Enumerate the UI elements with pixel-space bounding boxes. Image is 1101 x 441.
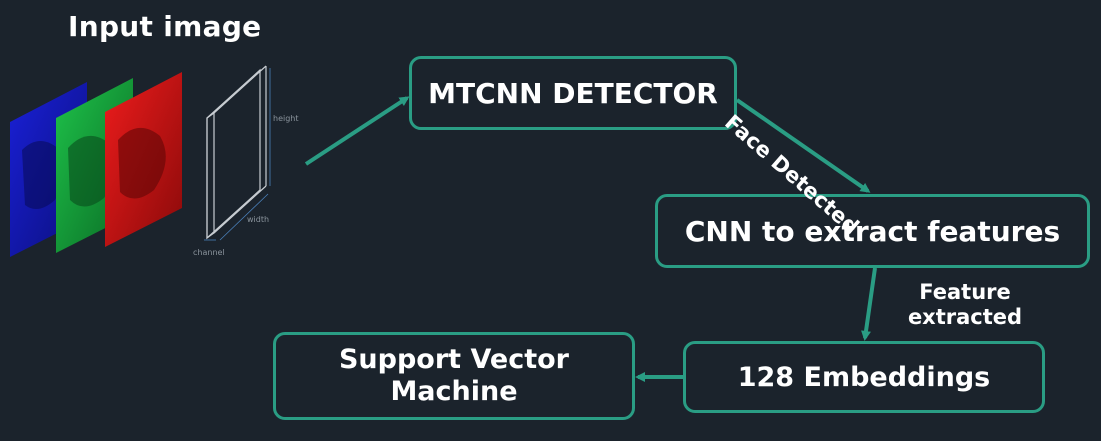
tensor-shape-sketch: height width channel xyxy=(193,65,299,257)
arrow-input-to-mtcnn xyxy=(304,96,410,166)
width-dimension-line xyxy=(219,193,269,241)
input-image-title: Input image xyxy=(68,10,262,43)
mtcnn-detector-node: MTCNN DETECTOR xyxy=(409,56,737,130)
svm-node: Support Vector Machine xyxy=(273,332,635,420)
tensor-top-edge xyxy=(213,65,267,114)
embeddings-label: 128 Embeddings xyxy=(737,361,991,393)
tensor-bottom-edge xyxy=(213,185,267,234)
arrow-mtcnn-to-cnn xyxy=(735,98,871,193)
feature-extracted-label: Feature extracted xyxy=(905,280,1025,330)
svm-label-line-1: Support Vector xyxy=(338,343,569,375)
width-label: width xyxy=(247,215,269,224)
cnn-feature-extractor-label: CNN to extract features xyxy=(684,214,1061,248)
arrow-cnn-to-embeddings xyxy=(861,267,877,341)
blue-channel-texture xyxy=(22,141,65,209)
mtcnn-detector-label: MTCNN DETECTOR xyxy=(428,76,718,110)
feature-extracted-line-1: Feature xyxy=(919,280,1011,304)
svm-label-line-2: Machine xyxy=(390,376,518,407)
height-label: height xyxy=(273,114,299,123)
red-channel-texture xyxy=(118,127,166,199)
green-channel-texture xyxy=(68,135,116,207)
feature-extracted-line-2: extracted xyxy=(907,305,1023,330)
channel-label: channel xyxy=(193,248,225,257)
cnn-feature-extractor-node: CNN to extract features xyxy=(655,194,1090,268)
embeddings-node: 128 Embeddings xyxy=(683,341,1045,413)
rgb-image-illustration xyxy=(10,72,182,257)
tensor-side-face xyxy=(206,111,215,240)
